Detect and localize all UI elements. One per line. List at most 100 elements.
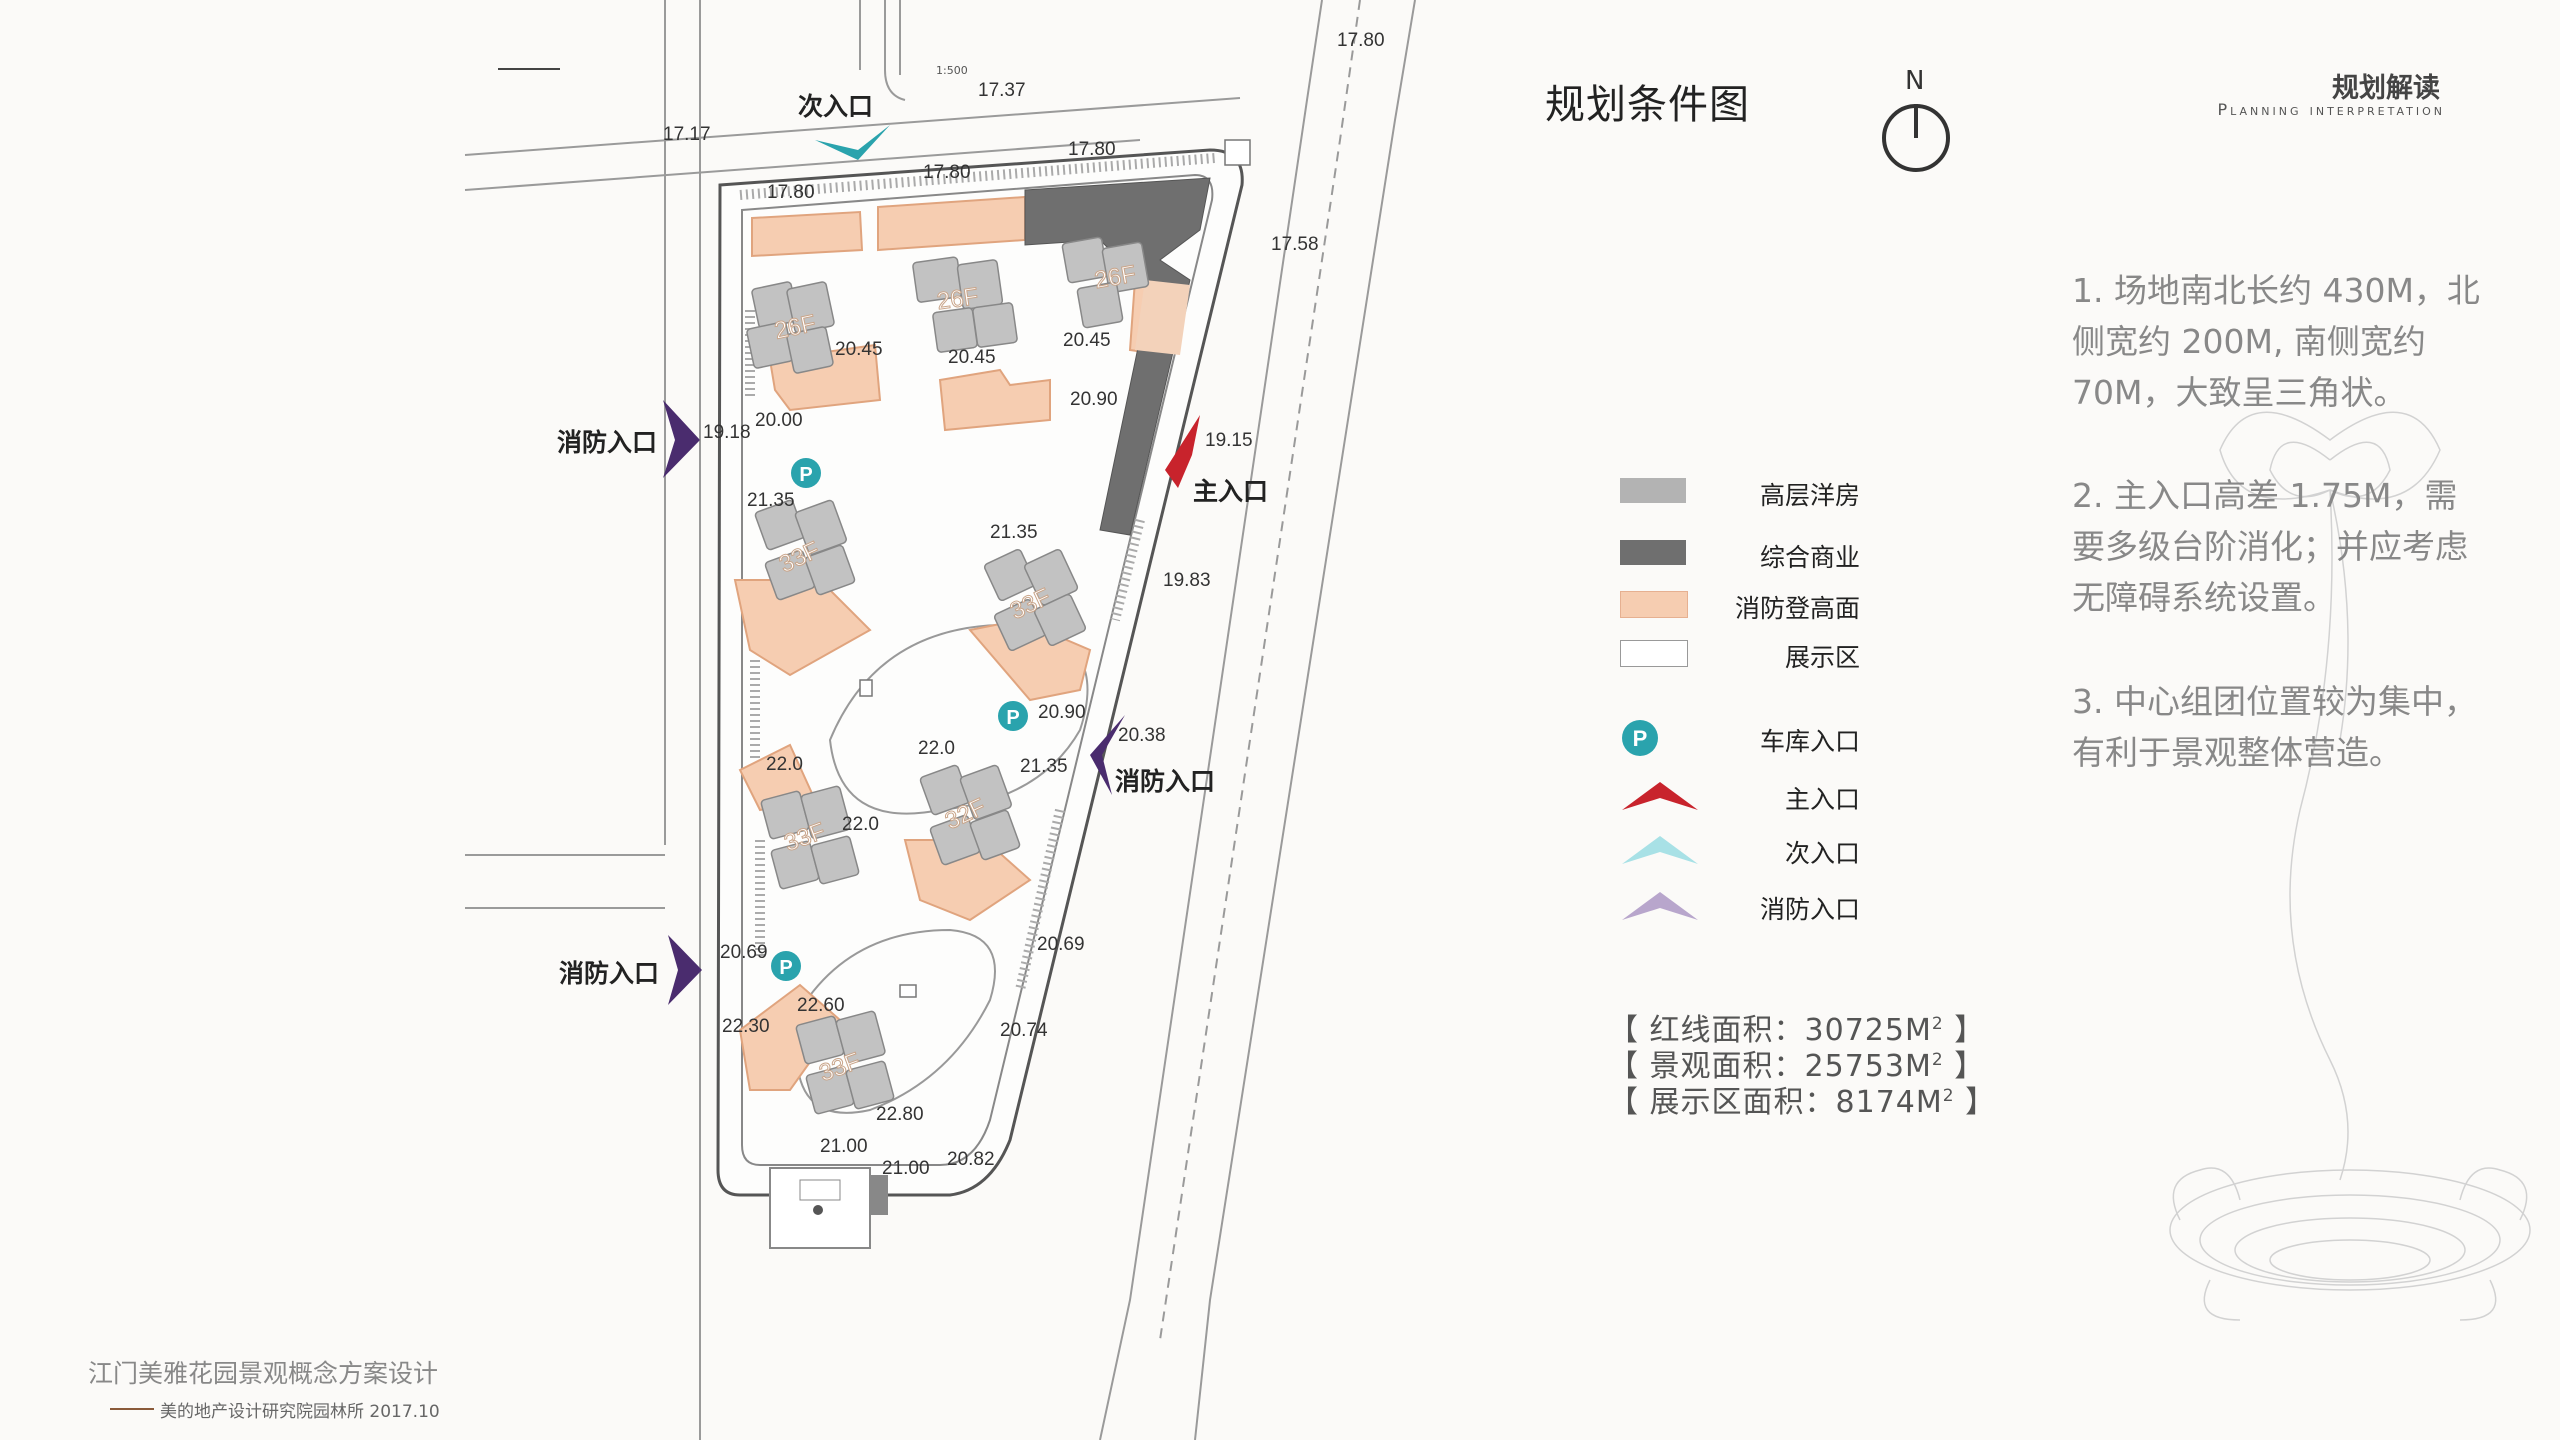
area-redline: 【 红线面积：30725M2 】 [1608,1005,1985,1049]
area-sup: 2 [1931,1050,1944,1070]
legend-label: 综合商业 [1759,543,1860,572]
area-landscape: 【 景观面积：25753M2 】 [1608,1041,1985,1085]
elevation: 20.45 [948,347,996,368]
fire-entrance-arrow-west-lower [668,935,702,1005]
parking-strips [739,153,1216,992]
elevation: 21.00 [820,1136,868,1157]
elevation: 20.69 [1037,934,1085,955]
section-title-en: Planning interpretation [2217,100,2445,119]
legend-item-highrise: 高层洋房 [1620,472,1860,512]
area-label: 【 展示区面积：8174M [1608,1085,1943,1120]
elevation: 21.35 [1020,756,1068,777]
parking-entrance-1: P [791,458,821,488]
elevation: 20.90 [1038,702,1086,723]
flower-illustration [2169,411,2531,1321]
elevation: 20.74 [1000,1020,1048,1041]
elevation: 21.35 [747,490,795,511]
legend-item-secondary-entrance: 次入口 [1620,830,1860,870]
service-blocks [859,139,1251,998]
main-entrance-label: 主入口 [1193,478,1268,506]
sales-pavilion [769,1167,888,1249]
legend-label: 消防登高面 [1734,594,1860,623]
legend-label: 消防入口 [1759,895,1860,924]
main-entrance-icon [1622,782,1698,810]
legend-item-main-entrance: 主入口 [1620,776,1860,816]
main-entrance-arrow [1165,415,1200,488]
secondary-entrance-icon [1622,836,1698,864]
north-arrow-icon [1882,104,1950,172]
fire-entrance-arrow-east [1090,715,1125,795]
footer-divider [110,1408,154,1410]
fire-entrance-label-east: 消防入口 [1115,768,1215,796]
road-lines [464,0,1416,1440]
building-7 [919,764,1021,866]
legend-item-parking: P 车库入口 [1620,718,1860,758]
building-4 [754,499,856,601]
elevation: 22.0 [766,754,803,775]
parking-symbol: P [779,957,792,979]
building-5 [983,548,1087,652]
building-6 [760,785,860,890]
decorative-line [498,68,560,70]
elevation: 21.35 [990,522,1038,543]
area-end: 】 [1954,1085,1997,1120]
elevation: 20.69 [720,942,768,963]
parking-icon: P [1622,720,1658,756]
area-label: 【 景观面积：25753M [1608,1049,1932,1084]
elevation: 17.37 [978,80,1026,101]
area-sup: 2 [1931,1014,1944,1034]
legend-item-fire-access: 消防登高面 [1620,585,1860,625]
legend-label: 次入口 [1784,839,1860,868]
north-label: N [1905,66,1925,96]
legend-item-fire-entrance: 消防入口 [1620,886,1860,926]
elevation-labels: 17.80 17.37 17.17 17.80 17.80 17.80 17.5… [663,30,1385,1179]
area-end: 】 [1943,1013,1986,1048]
site-plan: P P P 26F 26F 26F 33F 33F 33F 32F 33F 17… [464,0,1416,1440]
footer-title: 江门美雅花园景观概念方案设计 [88,1359,439,1388]
legend-label: 展示区 [1784,643,1860,672]
fire-access-swatch [1620,591,1688,618]
area-sup: 2 [1942,1086,1955,1106]
central-path [828,623,1089,815]
interpretation-point-2: 2. 主入口高差 1.75M，需要多级台阶消化；并应考虑无障碍系统设置。 [2072,476,2468,617]
legend-item-commercial: 综合商业 [1620,534,1860,574]
elevation: 20.90 [1070,389,1118,410]
elevation: 19.18 [703,422,751,443]
legend-label: 高层洋房 [1759,481,1860,510]
section-title-cn: 规划解读 [2332,73,2440,104]
elevation: 17.80 [767,182,815,203]
legend-item-display-area: 展示区 [1620,634,1860,674]
building-1 [746,281,835,374]
elevation: 22.80 [876,1104,924,1125]
highrise-buildings [746,236,1150,1115]
parking-symbol: P [1006,707,1019,729]
building-2 [912,256,1018,353]
elevation: 17.80 [1337,30,1385,51]
legend-label: 主入口 [1784,785,1860,814]
legend-label: 车库入口 [1759,727,1860,756]
parking-entrance-3: P [771,951,801,981]
fire-access-commercial [1135,280,1190,355]
page-title: 规划条件图 [1545,82,1750,128]
secondary-entrance-label: 次入口 [798,93,873,121]
interpretation-point-3: 3. 中心组团位置较为集中，有利于景观整体营造。 [2072,682,2477,772]
elevation: 22.60 [797,995,845,1016]
fire-entrance-icon [1622,892,1698,920]
elevation: 22.0 [918,738,955,759]
elevation: 19.83 [1163,570,1211,591]
elevation: 20.38 [1118,725,1166,746]
parking-icon-symbol: P [1633,726,1648,751]
parking-entrances: P P P [771,458,1028,981]
elevation: 19.15 [1205,430,1253,451]
scale-label: 1:500 [936,64,968,77]
footer-subtitle: 美的地产设计研究院园林所 2017.10 [160,1402,440,1422]
fire-entrance-label-west-lower: 消防入口 [559,960,659,988]
fire-entrance-arrow-west-upper [663,400,700,478]
elevation: 21.00 [882,1158,930,1179]
floor-label: 26F [935,283,980,315]
elevation: 22.0 [842,814,879,835]
parking-entrance-2: P [998,701,1028,731]
commercial-swatch [1620,540,1686,565]
elevation: 17.17 [663,124,711,145]
parking-symbol: P [799,464,812,486]
